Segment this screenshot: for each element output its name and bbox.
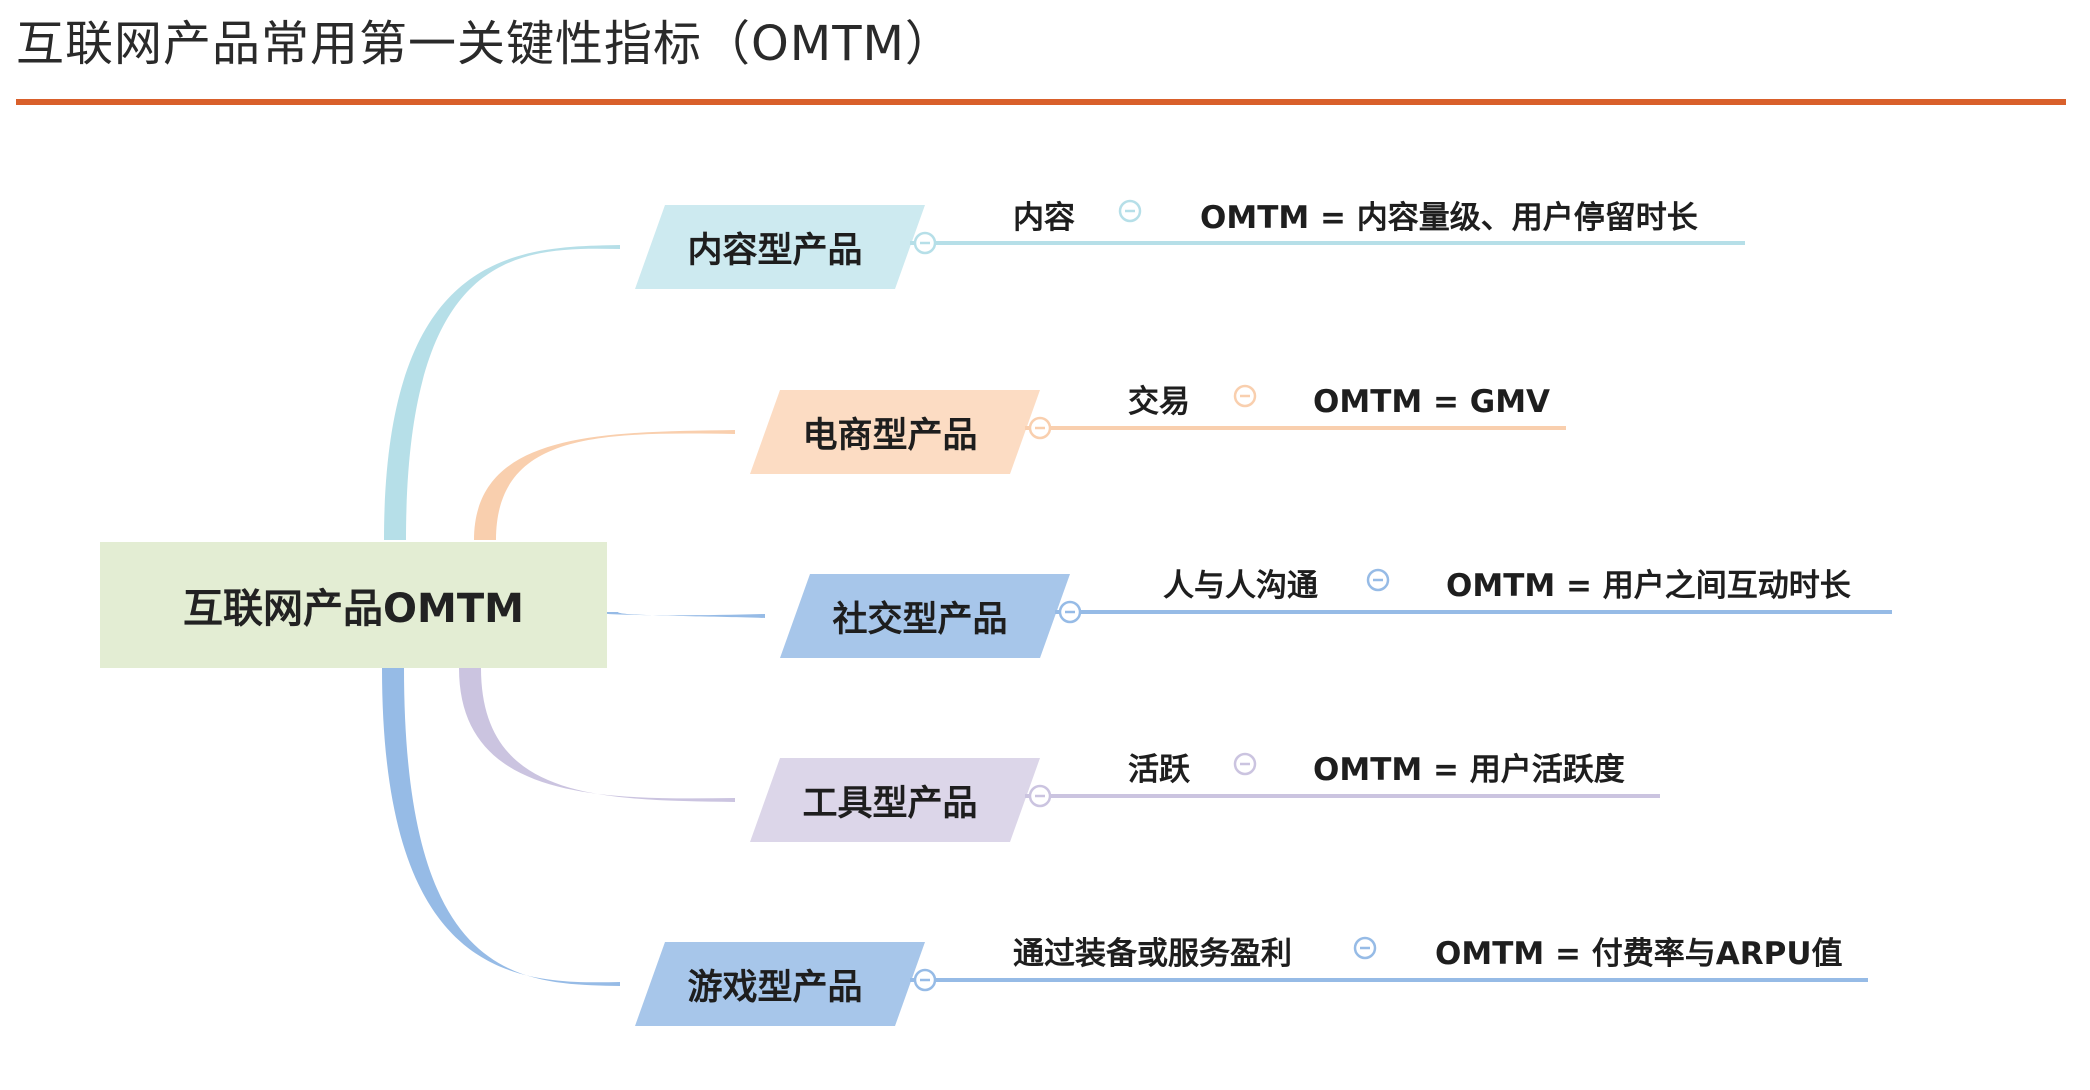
collapse-icon-layer [913,199,1390,992]
collapse-icon-leaf-game [1353,936,1377,960]
leaf-node-social[interactable]: 人与人沟通 [1163,568,1318,604]
collapse-icon-leaf-tool [1233,752,1257,776]
branch-shape-content [635,205,925,289]
leaf-line-layer [910,241,1892,982]
connector-social [596,612,765,618]
omtm-node-game[interactable]: OMTM = 付费率与ARPU值 [1435,936,1843,972]
branch-shape-layer [635,205,1070,1026]
collapse-icon-leaf-social [1366,568,1390,592]
connector-tool [459,668,735,802]
branch-node-content[interactable]: 内容型产品 [687,230,863,271]
connector-content [384,245,620,540]
omtm-node-social[interactable]: OMTM = 用户之间互动时长 [1446,568,1851,604]
leaf-node-game[interactable]: 通过装备或服务盈利 [1013,936,1292,972]
branch-node-tool[interactable]: 工具型产品 [802,783,978,824]
page-title: 互联网产品常用第一关键性指标（OMTM） [16,16,954,72]
central-node[interactable]: 互联网产品OMTM [183,586,524,632]
leaf-node-content[interactable]: 内容 [1013,200,1075,236]
collapse-icon-tool [1028,784,1052,808]
branch-node-ecommerce[interactable]: 电商型产品 [802,415,978,456]
connector-ecommerce [474,430,735,540]
omtm-node-ecommerce[interactable]: OMTM = GMV [1313,384,1551,420]
collapse-icon-leaf-content [1118,199,1142,223]
connector-game [382,668,620,986]
leaf-node-tool[interactable]: 活跃 [1128,752,1190,788]
branch-shape-ecommerce [750,390,1040,474]
branch-shape-tool [750,758,1040,842]
collapse-icon-social [1058,600,1082,624]
omtm-node-content[interactable]: OMTM = 内容量级、用户停留时长 [1200,200,1698,236]
title-divider [16,99,2066,105]
collapse-icon-game [913,968,937,992]
collapse-icon-content [913,231,937,255]
branch-node-game[interactable]: 游戏型产品 [687,967,863,1008]
collapse-icon-ecommerce [1028,416,1052,440]
omtm-node-tool[interactable]: OMTM = 用户活跃度 [1313,752,1625,788]
leaf-node-ecommerce[interactable]: 交易 [1128,384,1190,420]
central-node-box [100,542,607,668]
branch-node-social[interactable]: 社交型产品 [832,599,1008,640]
branch-shape-social [780,574,1070,658]
collapse-icon-leaf-ecommerce [1233,384,1257,408]
connector-layer [382,245,765,986]
branch-shape-game [635,942,925,1026]
